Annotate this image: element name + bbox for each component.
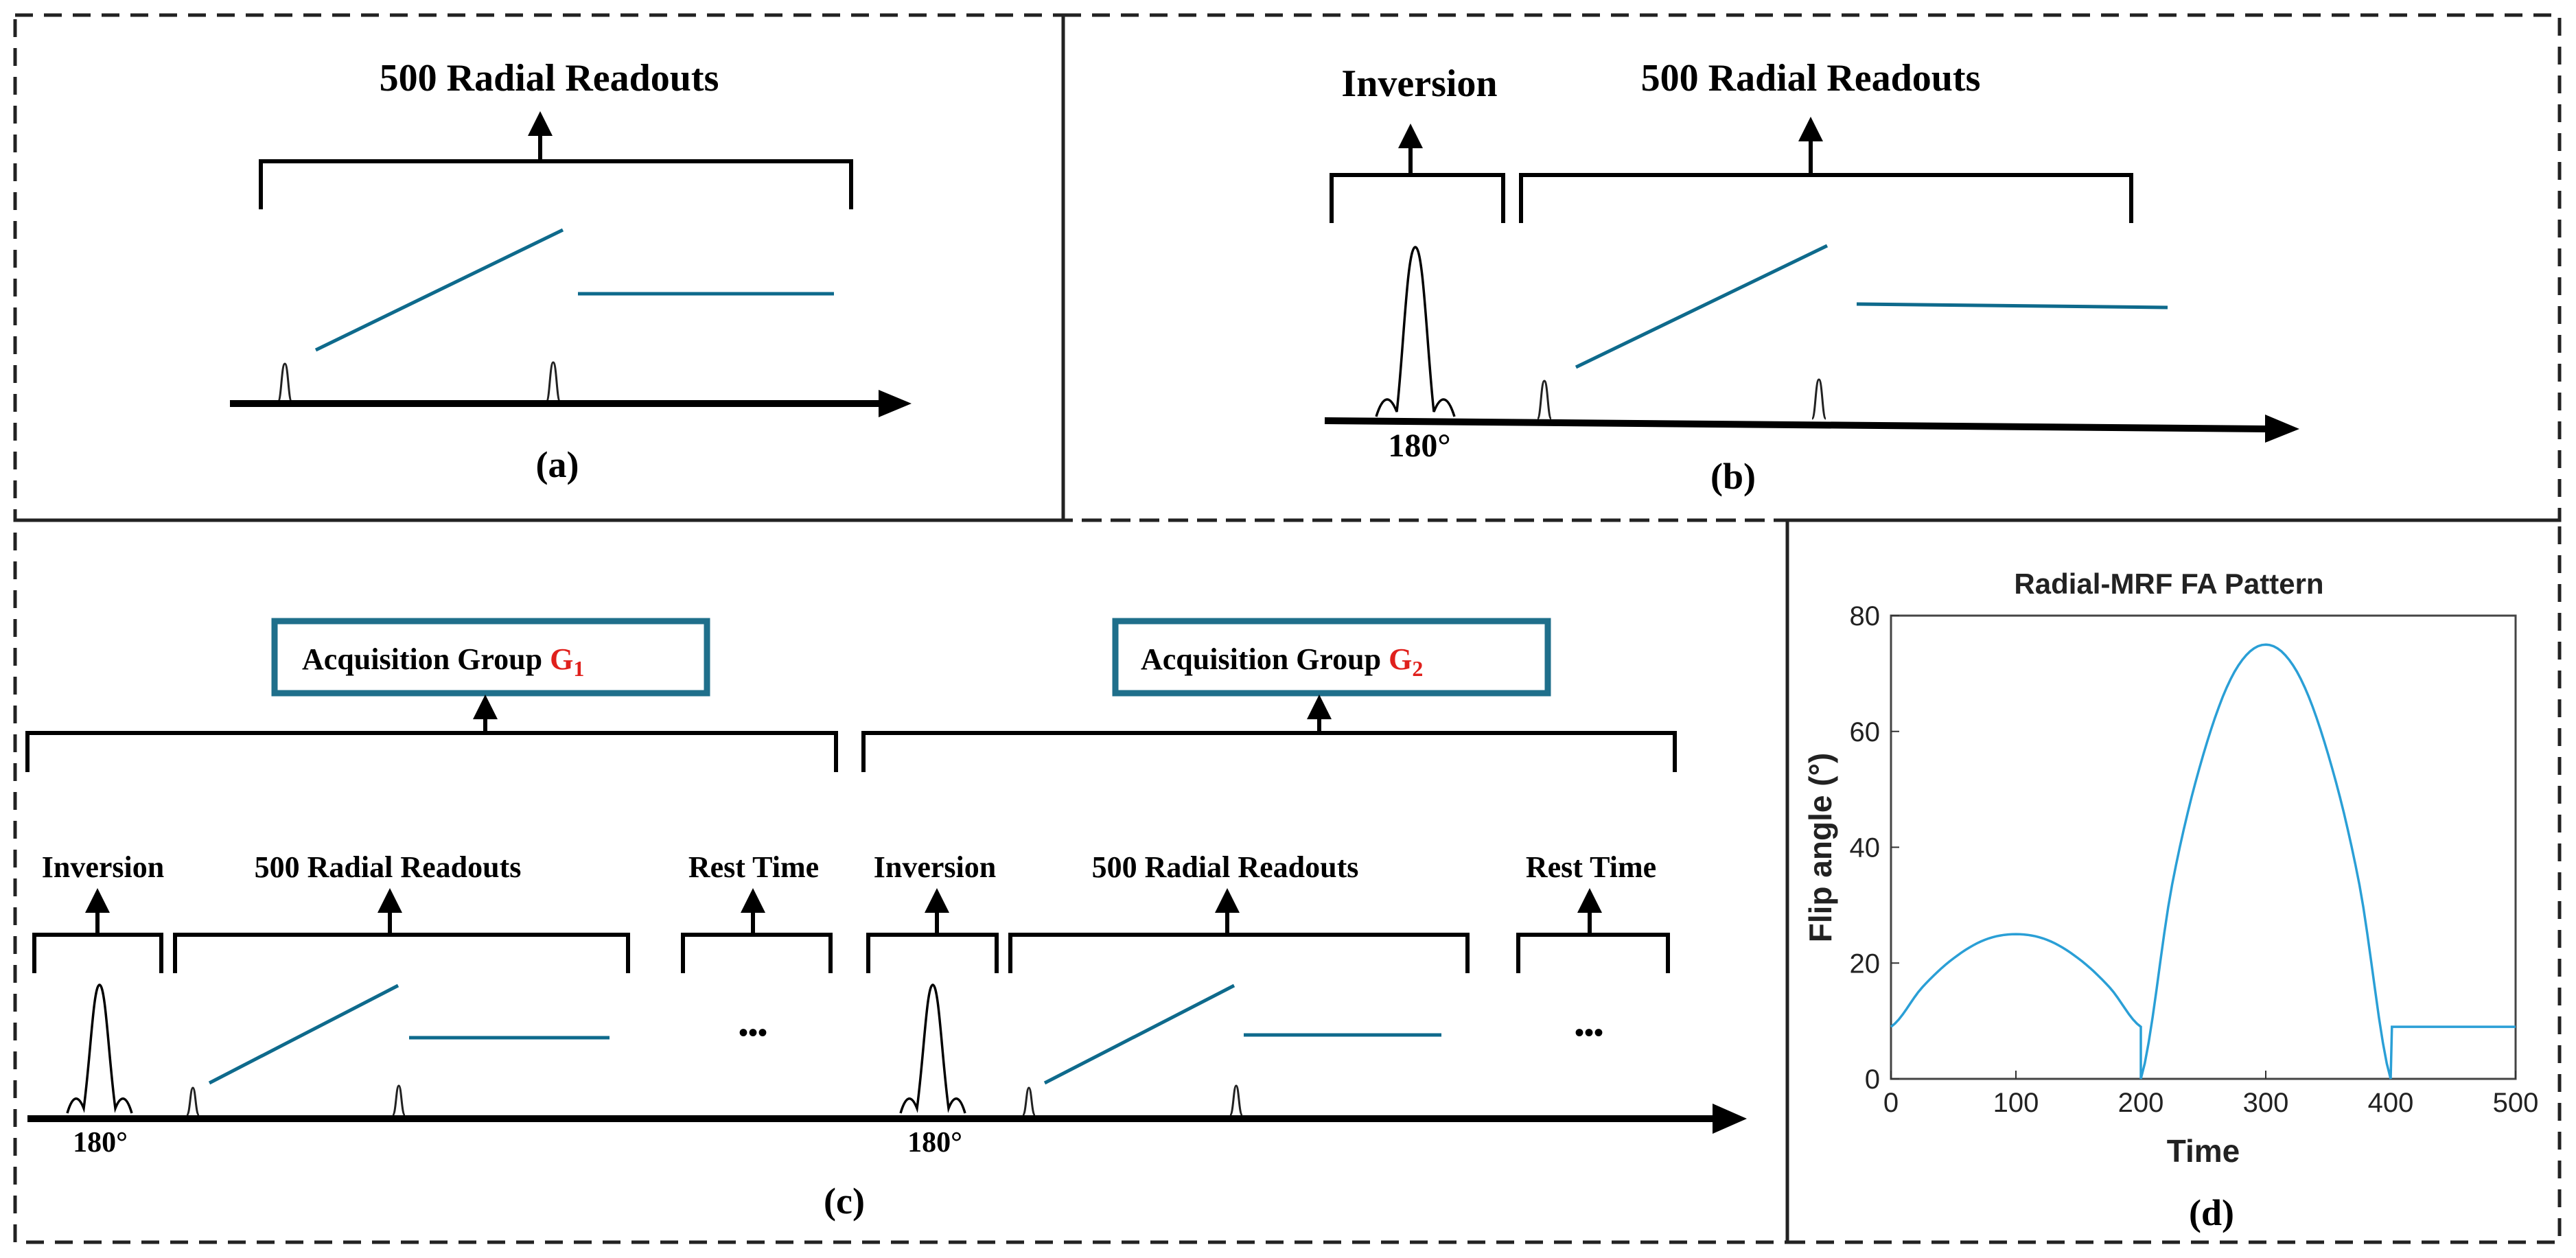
panel-b-angle-label: 180°	[1388, 428, 1450, 464]
panel-a-ramp-line	[314, 228, 564, 352]
group-1-angle-label: 180°	[73, 1127, 128, 1158]
panel-a-title: 500 Radial Readouts	[380, 57, 719, 100]
acquisition-group-2-box	[1112, 618, 1551, 697]
panel-c: Acquisition Group G1 Acquisition Group G…	[25, 618, 1747, 1222]
panel-b-pulse-1	[1536, 380, 1553, 420]
panel-b-inversion-label: Inversion	[1341, 62, 1497, 105]
group-2-subscript: 2	[1412, 656, 1423, 681]
group-1-rest-bracket	[681, 933, 833, 973]
panel-c-axis-arrowhead	[1713, 1104, 1747, 1134]
x-tick-label: 500	[2493, 1088, 2539, 1118]
group-2-readouts-label: 500 Radial Readouts	[1092, 850, 1359, 884]
group-1-rest-label: Rest Time	[688, 850, 819, 884]
group-2-inversion-label: Inversion	[874, 850, 996, 884]
x-tick-label: 100	[1993, 1088, 2039, 1118]
group-1-ramp-line	[208, 983, 399, 1085]
group-2-readouts-bracket	[1008, 933, 1470, 973]
panel-c-label: (c)	[824, 1180, 865, 1222]
group-1-letter: G	[550, 642, 573, 676]
group-1-inversion-label: Inversion	[42, 850, 164, 884]
panel-b-readouts-bracket	[1519, 173, 2133, 223]
y-tick-label: 20	[1850, 948, 1881, 979]
group-1-inversion-pulse	[66, 983, 133, 1114]
group-1-readouts-bracket	[173, 933, 630, 973]
y-tick-label: 60	[1850, 717, 1881, 747]
group-2-rest-label: Rest Time	[1526, 850, 1656, 884]
group-1-bracket	[25, 731, 838, 772]
y-tick-label: 0	[1865, 1064, 1880, 1095]
group-2-bracket	[861, 731, 1677, 772]
panel-b-flat-line	[1856, 302, 2168, 310]
group-2-inversion-pulse	[899, 983, 966, 1114]
panel-a-label: (a)	[536, 444, 579, 485]
panel-a: 500 Radial Readouts (a)	[230, 57, 912, 485]
panel-b: Inversion 500 Radial Readouts 180° (b)	[1324, 57, 2299, 497]
group-2-pulse-2	[1229, 1084, 1244, 1117]
group-1-subscript: 1	[573, 656, 584, 681]
panel-d-frame	[1785, 518, 2562, 1244]
panel-b-axis-arrowhead	[2265, 415, 2299, 443]
x-tick-label: 300	[2243, 1088, 2289, 1118]
chart-title: Radial-MRF FA Pattern	[2014, 568, 2323, 600]
x-axis-label: Time	[2167, 1133, 2240, 1169]
group-1-inversion-bracket	[32, 933, 163, 973]
acquisition-group-1-label: Acquisition Group G1	[302, 642, 584, 681]
x-tick-label: 0	[1883, 1088, 1899, 1118]
panel-d-chart: Radial-MRF FA Pattern 0 20 40 60 80 0 100 200 3…	[1802, 568, 2538, 1233]
group-1-ellipsis: •••	[739, 1017, 767, 1048]
group-2-inversion-bracket	[866, 933, 999, 973]
panel-b-pulse-2	[1811, 378, 1827, 420]
panel-b-time-axis	[1324, 417, 2269, 432]
group-2-letter: G	[1389, 642, 1412, 676]
y-tick-label: 40	[1850, 833, 1881, 863]
panel-b-frame	[1061, 13, 2562, 522]
panel-a-axis-arrowhead	[879, 390, 912, 417]
y-axis-label: Flip angle (°)	[1802, 753, 1838, 943]
group-1-pulse-1	[185, 1086, 200, 1117]
panel-d-label: (d)	[2189, 1192, 2234, 1233]
x-tick-label: 200	[2118, 1088, 2164, 1118]
series-line	[1890, 643, 2516, 1080]
panel-a-pulse-2	[545, 361, 561, 403]
group-2-ramp-line	[1043, 983, 1235, 1085]
y-tick-label: 80	[1850, 601, 1881, 631]
acquisition-group-1-box	[271, 618, 710, 697]
panel-a-bracket	[259, 159, 853, 209]
panel-b-ramp-line	[1575, 244, 1829, 369]
group-1-readouts-label: 500 Radial Readouts	[255, 850, 522, 884]
panel-b-inversion-pulse	[1375, 246, 1456, 417]
x-tick-label: 400	[2368, 1088, 2414, 1118]
group-2-ellipsis: •••	[1575, 1017, 1603, 1048]
chart-plot-area	[1890, 614, 2517, 1080]
acquisition-group-2-label: Acquisition Group G2	[1141, 642, 1423, 681]
panel-b-inversion-bracket	[1330, 173, 1505, 223]
x-ticks: 0 100 200 300 400 500	[1883, 1071, 2539, 1118]
group-1-pulse-2	[391, 1084, 406, 1117]
group-2-angle-label: 180°	[907, 1127, 962, 1158]
panel-b-title: 500 Radial Readouts	[1641, 57, 1981, 100]
group-2-pulse-1	[1021, 1086, 1036, 1117]
panel-b-label: (b)	[1710, 456, 1756, 497]
y-ticks: 0 20 40 60 80	[1850, 601, 1899, 1095]
panel-a-pulse-1	[277, 362, 293, 403]
group-2-rest-bracket	[1516, 933, 1670, 973]
